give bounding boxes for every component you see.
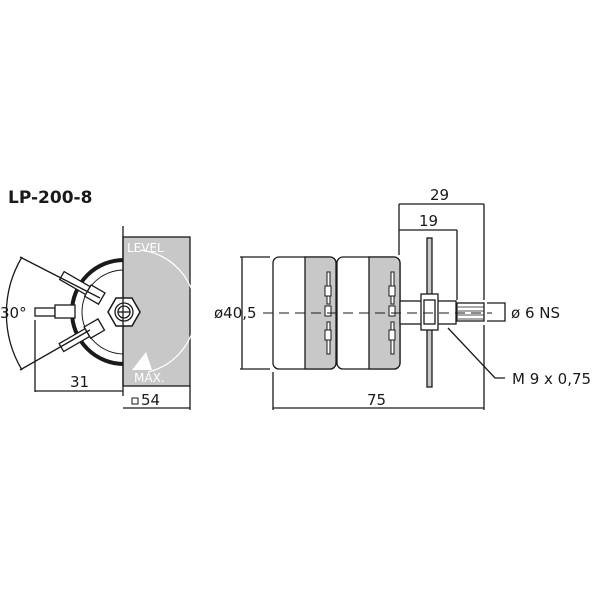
- square-label: 54: [141, 391, 160, 409]
- level-arc: [139, 249, 197, 373]
- thread-label: M 9 x 0,75: [512, 370, 591, 388]
- max-label: MAX.: [134, 371, 165, 385]
- nut-washer: [423, 299, 436, 325]
- level-label: LEVEL: [127, 241, 164, 255]
- length-label: 75: [367, 391, 386, 409]
- thread-leader: [447, 327, 505, 379]
- square-icon: [131, 397, 139, 405]
- angle-arc: [5, 256, 23, 371]
- front-view: [5, 226, 197, 410]
- max-arrow-icon: [132, 352, 152, 370]
- angle-label: 30°: [0, 304, 27, 322]
- terminal-middle: [34, 304, 76, 319]
- front-panel: [122, 236, 191, 387]
- shaft-diameter-label: ø 6 NS: [511, 304, 560, 322]
- side-view: [240, 203, 506, 410]
- dim-29-label: 29: [430, 186, 449, 204]
- knurled-shaft: [456, 302, 485, 322]
- diameter-label: ø40,5: [214, 304, 257, 322]
- angle-line-bottom: [19, 329, 91, 371]
- width-label: 31: [70, 373, 89, 391]
- knurl-lines: [458, 306, 484, 320]
- dim-19-label: 19: [419, 212, 438, 230]
- dim-shaft-bracket: [487, 302, 506, 322]
- angle-line-top: [19, 256, 101, 299]
- solder-lugs: [324, 271, 396, 355]
- model-title: LP-200-8: [8, 188, 92, 208]
